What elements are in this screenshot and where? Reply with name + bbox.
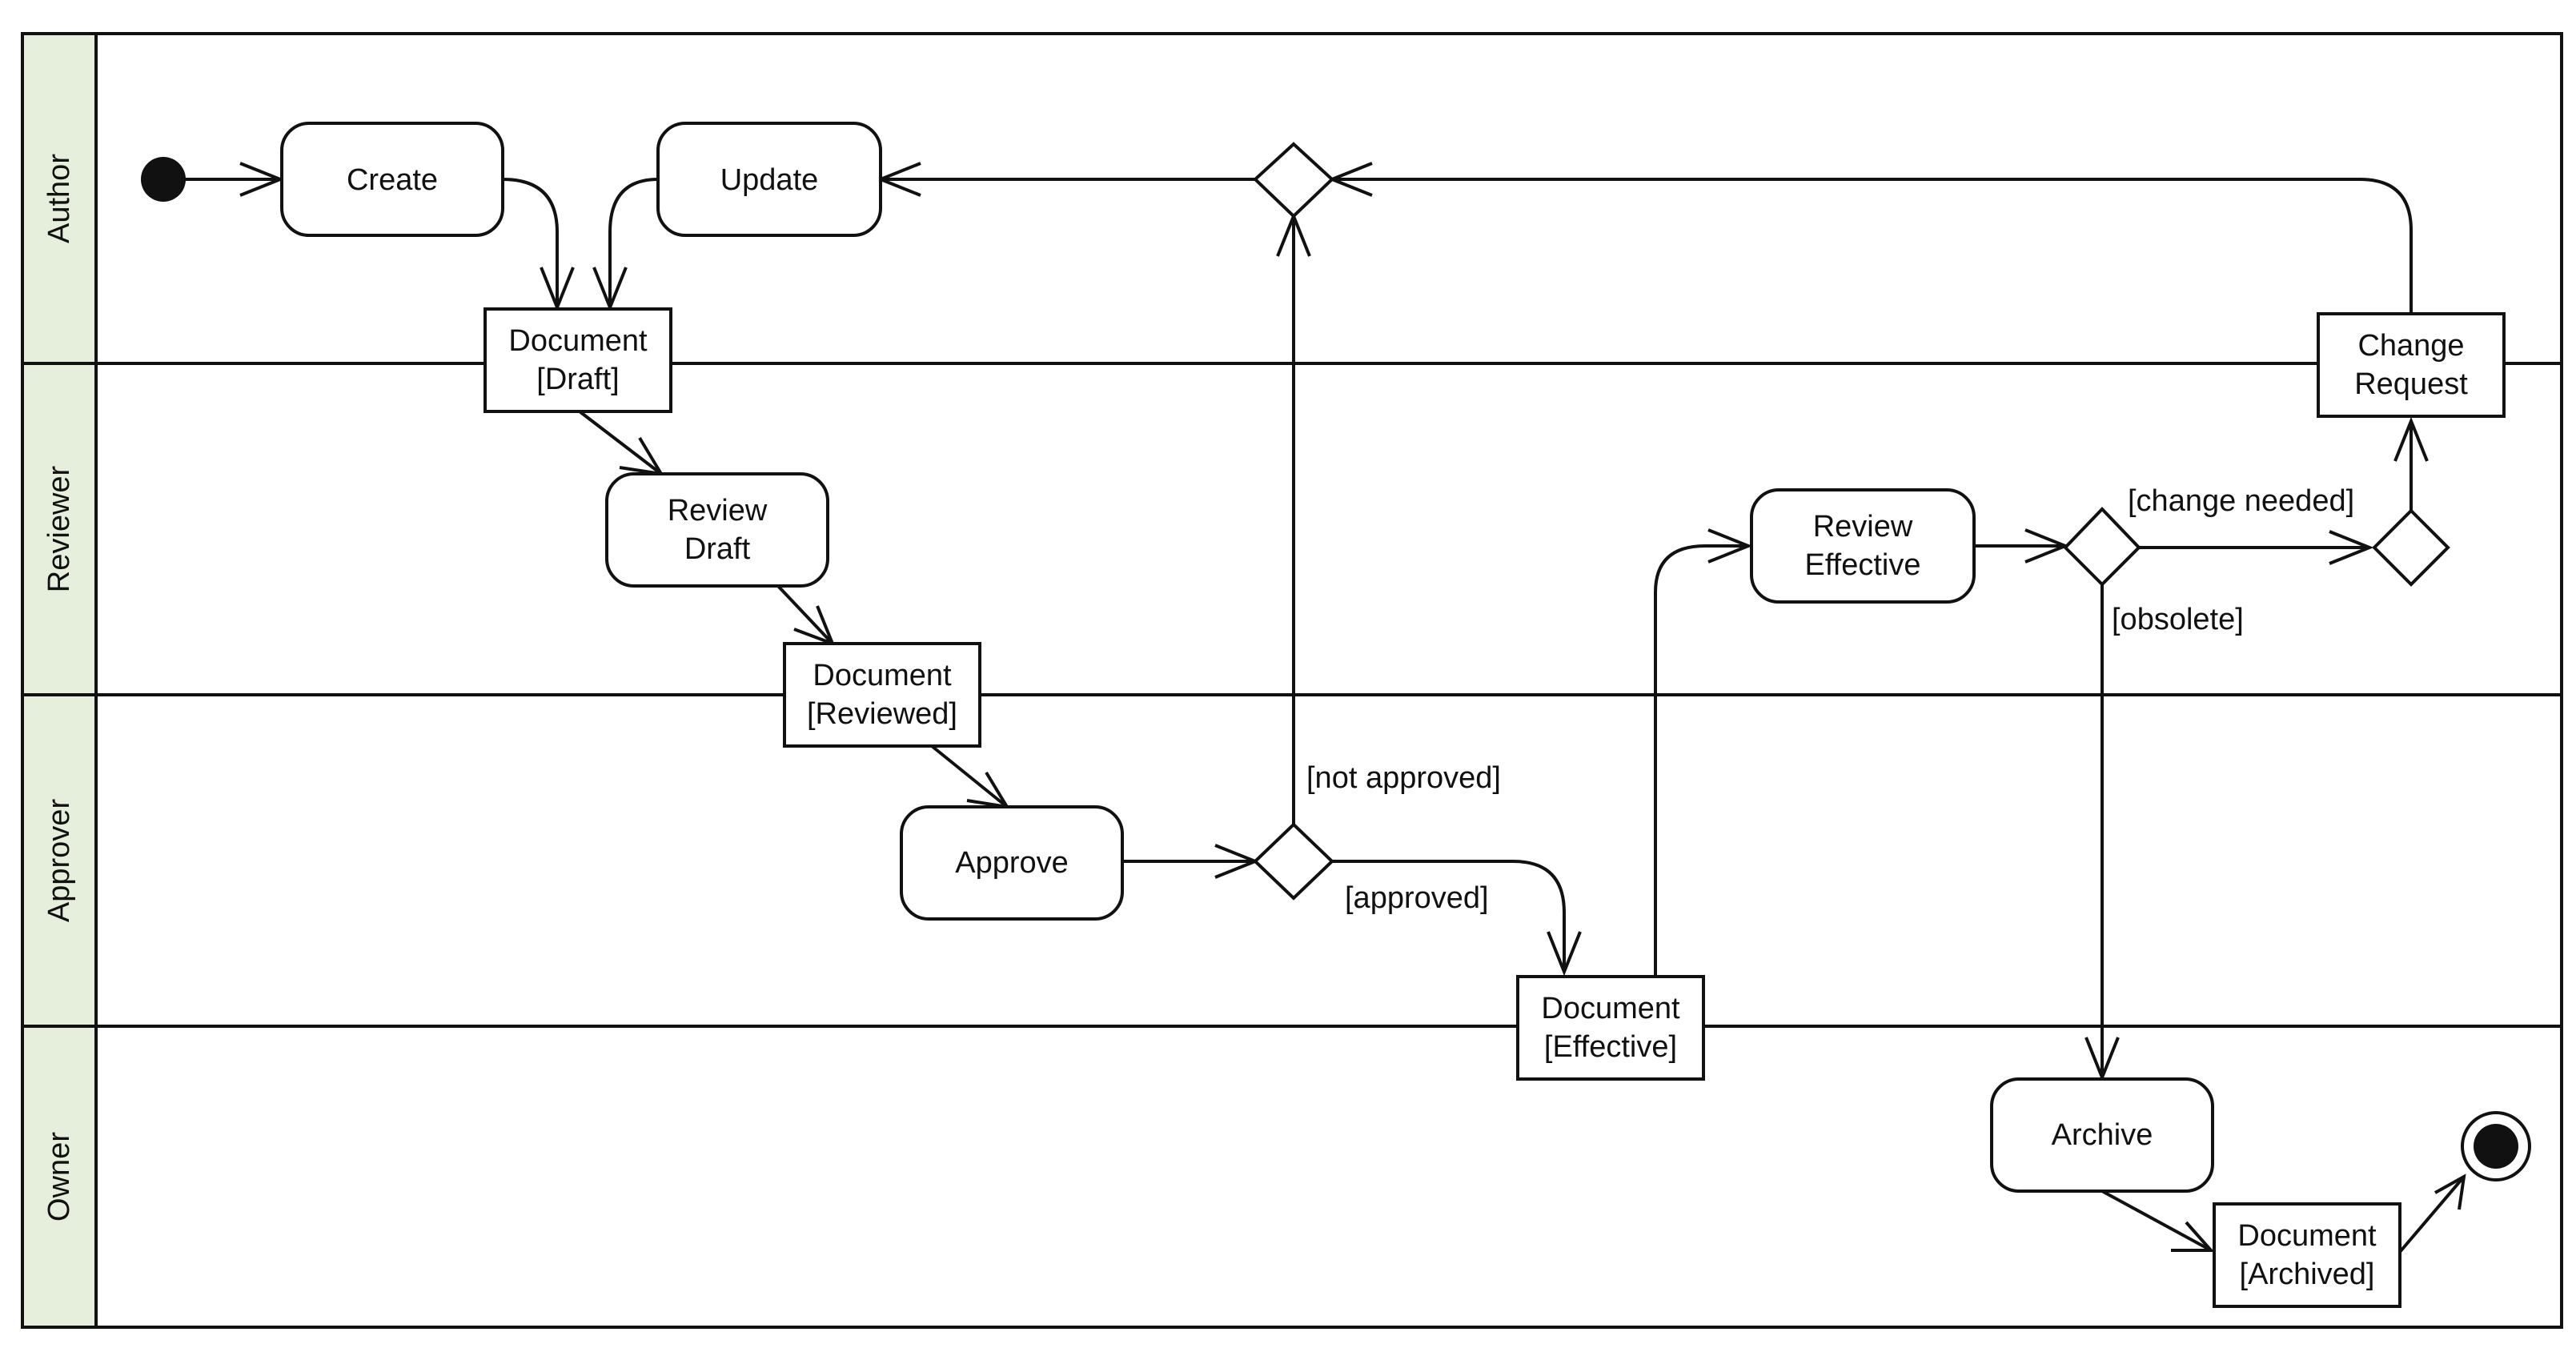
edge-effective-revieweffective [1654,544,1748,977]
activity-approve[interactable]: Approve [900,805,1124,921]
object-change-request[interactable]: Change Request [2317,312,2506,418]
object-change-request-line1: Change [2357,329,2464,363]
edge-changerequest-merge [1332,178,2413,312]
activity-archive-label: Archive [2052,1118,2153,1152]
object-document-effective-line2: [Effective] [1544,1030,1677,1064]
activity-create[interactable]: Create [280,122,504,237]
lane-label-reviewer: Reviewer [42,465,76,592]
decision-approval [1253,822,1334,901]
activity-review-effective-line1: Review [1813,510,1913,544]
lane-header-approver [22,695,96,1026]
guard-not-approved: [not approved] [1306,761,1501,795]
lane-header-reviewer [22,363,96,695]
activity-review-draft-line2: Draft [684,532,751,566]
object-document-archived-line1: Document [2237,1219,2377,1253]
arrow-changeneeded [2329,530,2374,565]
guard-obsolete: [obsolete] [2112,603,2244,636]
object-document-draft[interactable]: Document [Draft] [484,307,672,413]
object-document-archived[interactable]: Document [Archived] [2213,1202,2401,1308]
arrow-revieweffective [1707,528,1753,564]
decision-review-effective [2063,507,2141,587]
edge-archive-archived [2101,1190,2212,1252]
activity-review-effective-line2: Effective [1804,548,1920,582]
activity-archive[interactable]: Archive [1990,1077,2214,1193]
lane-label-author: Author [42,154,76,243]
lane-header-owner [22,1026,96,1327]
edge-reviewdraft-reviewed [775,583,834,645]
swimlane-frame [21,32,2563,1329]
lane-header-author [22,34,96,363]
object-document-effective-line1: Document [1541,992,1680,1025]
edge-reviewed-approve [930,744,1009,808]
arrow-changerequest [2393,416,2429,462]
decision-merge-author [1253,142,1334,219]
object-document-draft-line2: [Draft] [536,363,619,396]
arrow-final [2434,1173,2466,1210]
object-document-reviewed-line2: [Reviewed] [807,697,957,731]
activity-review-effective[interactable]: Review Effective [1750,488,1976,604]
decision-change [2372,508,2450,587]
lane-label-owner: Owner [42,1132,76,1222]
object-change-request-line2: Request [2354,367,2468,401]
edge-draft-reviewdraft [578,410,663,475]
arrow-effective [1547,931,1582,977]
object-document-archived-line2: [Archived] [2240,1258,2375,1291]
edge-create-draft [502,178,559,307]
guard-approved: [approved] [1345,881,1489,915]
activity-update[interactable]: Update [656,122,882,237]
activity-update-label: Update [720,163,819,197]
object-document-effective[interactable]: Document [Effective] [1516,975,1705,1081]
activity-approve-label: Approve [955,846,1069,880]
final-node-inner [2474,1124,2518,1169]
edge-archived-final [2398,1175,2466,1254]
activity-create-label: Create [347,163,438,197]
activity-review-draft[interactable]: Review Draft [605,472,829,588]
edge-update-draft [608,178,659,307]
arrow-archived [2171,1221,2215,1252]
object-document-draft-line1: Document [508,324,648,358]
initial-node [141,157,186,202]
object-document-reviewed-line1: Document [813,659,952,692]
object-document-reviewed[interactable]: Document [Reviewed] [783,642,981,748]
lane-label-approver: Approver [42,799,76,923]
activity-review-draft-line1: Review [668,494,768,528]
edge-approved-effective [1332,860,1566,972]
guard-change-needed: [change needed] [2128,484,2354,518]
